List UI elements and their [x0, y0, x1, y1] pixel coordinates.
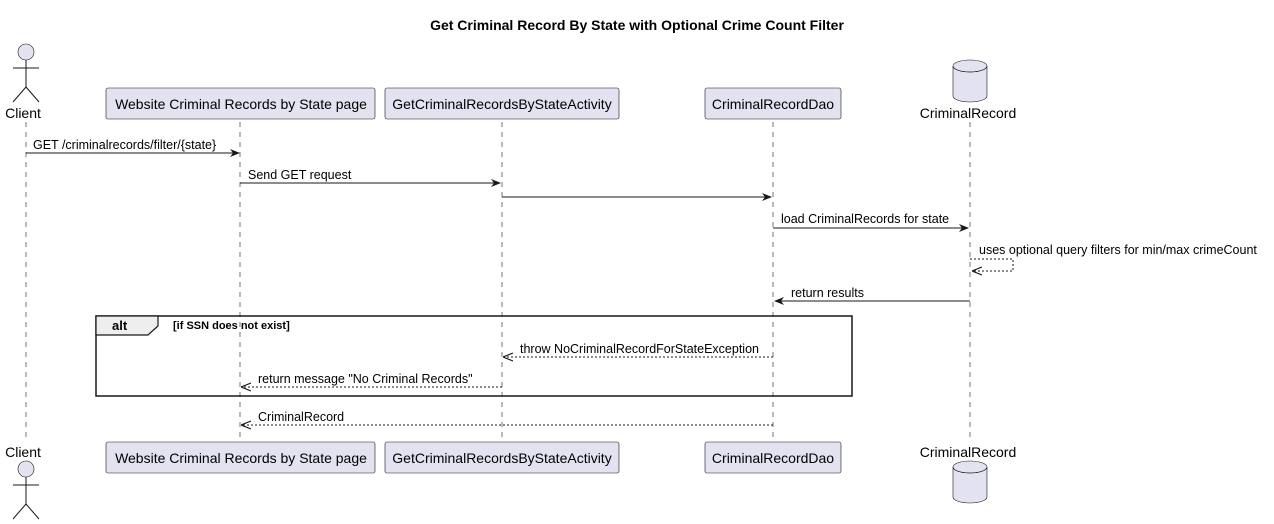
participant-activity-box [384, 87, 620, 120]
alt-condition: [if SSN does not exist] [173, 320, 290, 332]
participant-client-label: Client [5, 105, 41, 121]
message-label: return message "No Criminal Records" [258, 372, 473, 386]
participant-client-label: Client [5, 444, 41, 460]
message-label: throw NoCriminalRecordForStateException [520, 342, 759, 356]
actor-icon [12, 460, 40, 520]
participant-db-label: CriminalRecord [920, 444, 1016, 460]
message-label: uses optional query filters for min/max … [979, 243, 1257, 257]
database-icon [952, 59, 988, 103]
participant-dao-box [704, 87, 842, 120]
participant-website-label: Website Criminal Records by State page [115, 450, 367, 466]
self-message-arrow [970, 258, 1014, 271]
participant-activity-box [384, 441, 620, 474]
diagram-title: Get Criminal Record By State with Option… [430, 17, 844, 33]
participant-activity-label: GetCriminalRecordsByStateActivity [392, 96, 611, 112]
actor-icon [12, 43, 40, 103]
message-label: Send GET request [248, 168, 352, 182]
message-label: GET /criminalrecords/filter/{state} [33, 138, 216, 152]
alt-frame [95, 315, 853, 397]
participant-website-box [105, 441, 376, 474]
alt-tab [95, 315, 159, 336]
participant-activity-label: GetCriminalRecordsByStateActivity [392, 450, 611, 466]
participant-db-label: CriminalRecord [920, 105, 1016, 121]
participant-dao-label: CriminalRecordDao [712, 96, 834, 112]
database-icon [952, 460, 988, 504]
lifelines [25, 122, 971, 442]
participants-bottom: Client Website Criminal Records by State… [5, 441, 1016, 520]
message-label: load CriminalRecords for state [781, 212, 949, 226]
participant-website-box [105, 87, 376, 120]
message-label: return results [791, 286, 864, 300]
participant-dao-label: CriminalRecordDao [712, 450, 834, 466]
alt-keyword: alt [112, 318, 128, 333]
participant-dao-box [704, 441, 842, 474]
alt-fragment: alt [if SSN does not exist] [95, 315, 853, 397]
messages: GET /criminalrecords/filter/{state} Send… [26, 138, 1257, 425]
message-label: CriminalRecord [258, 410, 344, 424]
participant-website-label: Website Criminal Records by State page [115, 96, 367, 112]
participants-top: Client Website Criminal Records by State… [5, 43, 1016, 121]
